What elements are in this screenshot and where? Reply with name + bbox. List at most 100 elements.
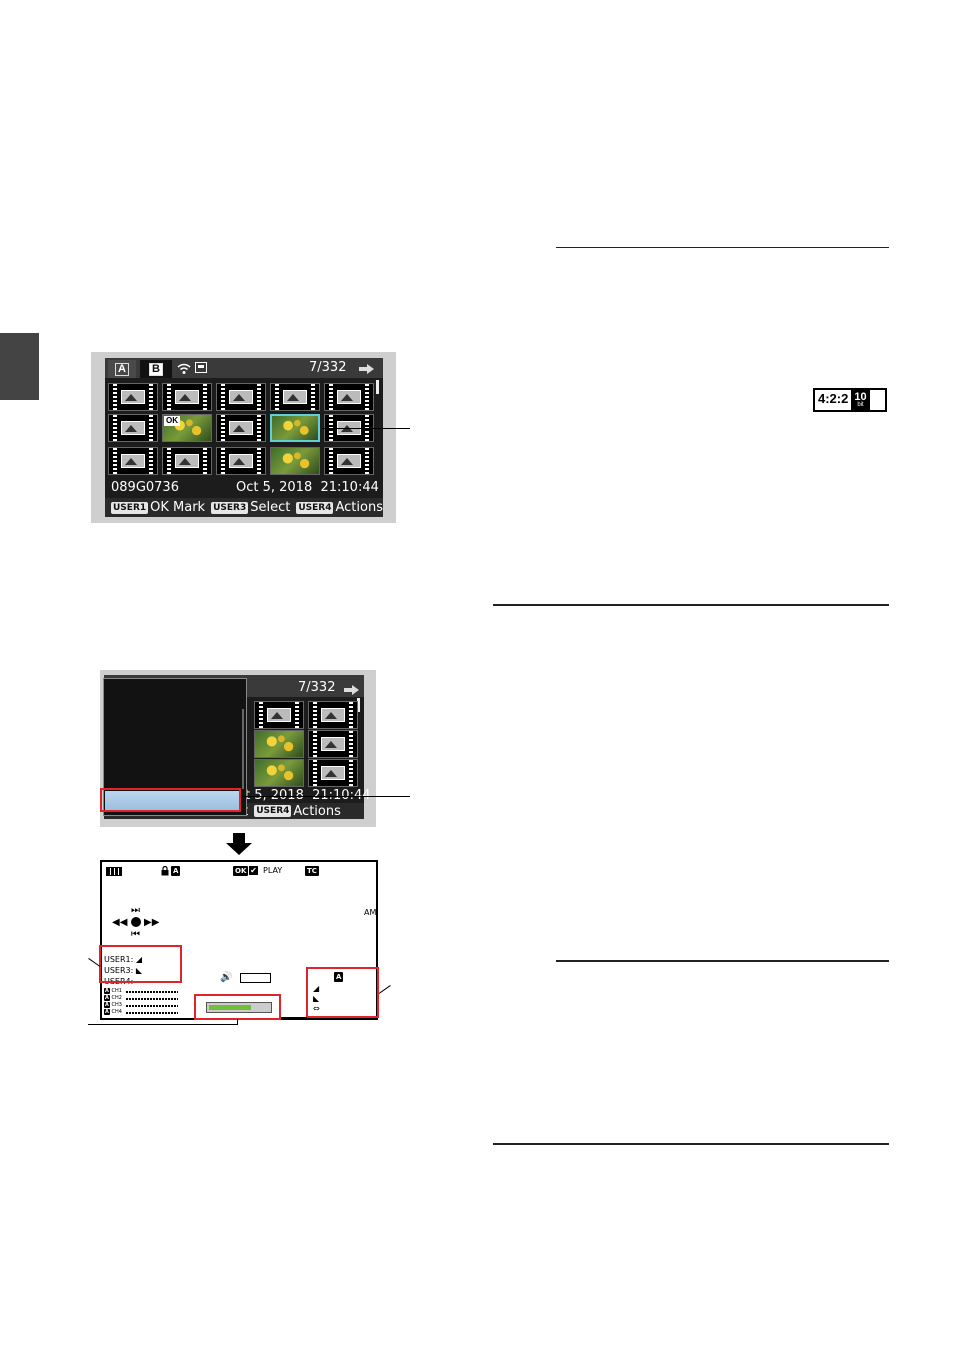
- right-panel-icons: ◢ ◣ ⇔: [313, 984, 320, 1014]
- arrow-down-left-icon: ◣: [313, 994, 320, 1003]
- clip-thumbnail[interactable]: [162, 383, 212, 411]
- down-arrow-icon: [226, 833, 252, 855]
- pause-icon[interactable]: [131, 917, 141, 927]
- callout-line-right-panel: [378, 985, 391, 994]
- tab-slot-b-label: B: [149, 362, 163, 376]
- ch2-meter: [126, 998, 178, 1000]
- user3-arrow-icon: ◣: [135, 966, 143, 975]
- ch4-slot-icon: A: [104, 1009, 110, 1015]
- clip-thumbnail[interactable]: [254, 730, 304, 758]
- tab-slot-b[interactable]: B: [140, 360, 172, 378]
- position-bar-highlight-box: [194, 994, 281, 1020]
- clip-name: 089G0736: [111, 480, 179, 495]
- actions-menu-scrollbar[interactable]: [242, 709, 244, 789]
- bit-depth-value: 10: [854, 390, 867, 403]
- clip-thumbnail[interactable]: [162, 447, 212, 475]
- actions-menu-popup: [103, 678, 247, 816]
- loop-icon: ⇔: [313, 1004, 320, 1013]
- skip-back-icon[interactable]: ⏮: [131, 929, 140, 940]
- clip-thumbnail[interactable]: [308, 701, 358, 729]
- clip-thumbnail-ok-marked[interactable]: OK: [162, 414, 212, 442]
- callout-line-bottom-right: [281, 1017, 307, 1018]
- user1-arrow-icon: ◢: [135, 955, 143, 964]
- thumbnail-screen: A B 7/332 OK: [105, 358, 383, 517]
- clip-thumbnail[interactable]: [216, 383, 266, 411]
- fast-forward-icon[interactable]: ▶▶: [144, 917, 160, 928]
- clip-thumbnail[interactable]: [108, 414, 158, 442]
- play-status: PLAY: [263, 866, 283, 875]
- clip-thumbnail[interactable]: [216, 447, 266, 475]
- ch3-meter: [126, 1005, 178, 1007]
- callout-line-selected-clip: [322, 428, 410, 429]
- clip-date-time: Oct 5, 2018 21:10:44: [236, 480, 379, 495]
- ch4-meter: [126, 1012, 178, 1014]
- user1-label: USER1:: [104, 955, 134, 964]
- callout-line-menu-item: [242, 796, 410, 797]
- network-card-icon: [195, 362, 207, 373]
- ch1-label: CH1: [111, 988, 122, 994]
- arrow-up-right-icon: ◢: [313, 984, 320, 993]
- highlighted-menu-item-box: [100, 788, 241, 812]
- ch3-label: CH3: [111, 1002, 122, 1008]
- bit-label: bit: [857, 401, 864, 408]
- ch1-meter: [126, 991, 178, 993]
- ok-indicator: OK: [233, 866, 249, 876]
- right-panel-highlight-box: [306, 967, 379, 1018]
- ch3-slot-icon: A: [104, 1002, 110, 1008]
- bit-depth-block: 10 bit: [851, 390, 870, 410]
- clip-thumbnail[interactable]: [108, 447, 158, 475]
- thumbnail-scrollbar[interactable]: [376, 380, 379, 394]
- ok-mark-label: OK Mark: [150, 500, 206, 515]
- clip-thumbnail[interactable]: [254, 701, 304, 729]
- clip-counter: 7/332: [309, 360, 347, 375]
- audio-channel-4: A CH4: [104, 1009, 180, 1016]
- thumbnail-topbar: [105, 358, 383, 378]
- clip-thumbnail[interactable]: [254, 759, 304, 787]
- clip-thumbnail[interactable]: [108, 383, 158, 411]
- ok-mark-badge: OK: [164, 416, 180, 426]
- ch1-slot-icon: A: [104, 988, 110, 994]
- user3-assignment: USER3: ◣: [104, 965, 142, 976]
- volume-box: [240, 973, 271, 983]
- skip-forward-icon[interactable]: ⏭: [131, 905, 140, 916]
- menu-screen-frame: 7/332 t 5, 2018 21:10:44 ect USER4Action…: [100, 670, 376, 827]
- ch4-label: CH4: [111, 1009, 122, 1015]
- clip-thumbnail[interactable]: [270, 383, 320, 411]
- user3-key[interactable]: USER3: [211, 501, 249, 514]
- section-rule-2: [493, 604, 889, 606]
- section-rule-3: [556, 960, 889, 962]
- timecode-indicator: TC: [305, 866, 319, 876]
- sampling-label: 4:2:2: [818, 391, 849, 406]
- rewind-icon[interactable]: ◀◀: [112, 917, 128, 928]
- clip-thumbnail[interactable]: [308, 730, 358, 758]
- transport-controls: ⏭ ◀◀ ▶▶ ⏮: [112, 906, 162, 942]
- clip-thumbnail-selected[interactable]: [270, 414, 320, 442]
- user1-key[interactable]: USER1: [111, 501, 149, 514]
- playback-position-fill: [209, 1005, 251, 1010]
- chapter-side-tab: [0, 333, 39, 400]
- thumbnail-screen-frame: A B 7/332 OK: [91, 352, 396, 523]
- user-buttons-highlight-box: [99, 945, 182, 983]
- clip-thumbnail[interactable]: [216, 414, 266, 442]
- clip-thumbnail[interactable]: [308, 759, 358, 787]
- user1-assignment: USER1: ◢: [104, 954, 142, 965]
- battery-icon: [106, 867, 122, 876]
- actions-label: Actions: [293, 803, 341, 819]
- slot-a-indicator: A: [334, 972, 344, 982]
- play-direction-icon: [359, 364, 374, 374]
- audio-channel-3: A CH3: [104, 1002, 180, 1009]
- user4-key[interactable]: USER4: [254, 805, 292, 817]
- speaker-icon: 🔊: [220, 972, 233, 983]
- ch2-slot-icon: A: [104, 995, 110, 1001]
- actions-menu-highlighted-item[interactable]: [105, 791, 241, 810]
- clip-thumbnail[interactable]: [324, 447, 374, 475]
- clip-thumbnail[interactable]: [324, 383, 374, 411]
- tab-slot-a[interactable]: A: [108, 360, 136, 378]
- menu-thumbnail-scrollbar[interactable]: [357, 698, 360, 712]
- user4-key[interactable]: USER4: [296, 501, 334, 514]
- playback-position-bar: [206, 1002, 272, 1013]
- format-422-10bit-badge: 4:2:2 10 bit: [813, 388, 887, 412]
- section-rule-1: [556, 247, 889, 248]
- clip-thumbnail[interactable]: [270, 447, 320, 475]
